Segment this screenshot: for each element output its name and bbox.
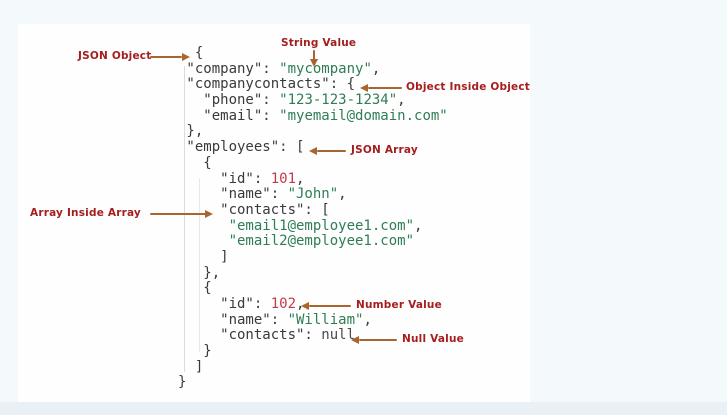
code-token: ,: [338, 186, 347, 203]
indent-guide: [184, 66, 185, 372]
code-token: "phone":: [178, 92, 280, 109]
code-line: },: [178, 124, 448, 140]
code-token: ,: [296, 170, 305, 187]
code-token: "id":: [178, 296, 271, 312]
code-line: "email": "myemail@domain.com": [178, 107, 448, 125]
code-token: 101: [270, 170, 297, 187]
annotation-json-array: JSON Array: [351, 144, 418, 156]
code-token: null: [321, 327, 356, 344]
code-line: {: [178, 280, 448, 297]
code-line: "phone": "123-123-1234",: [178, 92, 448, 109]
annotation-array-inside-array: Array Inside Array: [30, 207, 141, 219]
code-token: {: [178, 154, 212, 171]
code-token: ]: [178, 358, 204, 375]
code-token: ,: [371, 60, 381, 77]
code-token: }: [178, 343, 212, 360]
code-token: "company":: [178, 60, 280, 77]
code-line: }: [178, 375, 448, 391]
code-token: "name":: [178, 311, 288, 328]
code-line: "contacts": [: [178, 201, 448, 219]
code-token: ,: [397, 92, 406, 109]
content-card: [18, 24, 530, 402]
code-line: },: [178, 264, 448, 282]
code-line: "name": "John",: [178, 186, 448, 203]
code-token: {: [178, 280, 212, 297]
code-line: "contacts": null: [178, 328, 448, 344]
code-token: "email2@employee1.com": [178, 233, 415, 250]
code-line: "companycontacts": {: [178, 77, 448, 93]
code-token: "id":: [178, 170, 271, 187]
code-token: ,: [296, 296, 305, 312]
code-line: "employees": [: [178, 139, 448, 156]
annotation-json-object: JSON Object: [78, 50, 152, 62]
code-line: {: [178, 45, 448, 62]
code-line: "id": 101,: [178, 170, 448, 188]
indent-guide: [199, 178, 200, 352]
code-token: }: [178, 374, 187, 391]
code-token: },: [178, 123, 204, 140]
annotation-string-value: String Value: [281, 37, 357, 49]
code-line: ]: [178, 248, 448, 266]
code-token: "contacts":: [178, 327, 322, 344]
code-token: "William": [287, 311, 364, 328]
code-token: },: [178, 264, 221, 281]
code-token: "email1@employee1.com": [178, 217, 415, 234]
code-token: "123-123-1234": [279, 92, 398, 109]
annotation-null-value: Null Value: [402, 333, 464, 345]
code-line: "id": 102,: [178, 296, 448, 313]
code-line: "name": "William",: [178, 311, 448, 329]
code-token: ,: [414, 217, 423, 234]
annotation-object-inside-object: Object Inside Object: [406, 81, 530, 93]
code-line: ]: [178, 358, 448, 376]
code-token: "mycompany": [279, 60, 372, 77]
code-token: "John": [287, 186, 339, 203]
annotation-number-value: Number Value: [356, 299, 442, 311]
json-code-block: { "company": "mycompany", "companycontac…: [178, 45, 448, 391]
code-token: ]: [178, 248, 229, 265]
code-token: "email":: [178, 107, 280, 124]
code-token: {: [178, 45, 204, 61]
code-token: "myemail@domain.com": [279, 107, 448, 124]
code-line: }: [178, 343, 448, 360]
code-token: ,: [363, 311, 372, 328]
code-token: "name":: [178, 186, 288, 203]
code-token: "companycontacts": {: [178, 76, 356, 93]
code-token: "employees": [: [178, 139, 305, 156]
code-token: 102: [270, 296, 297, 312]
code-line: "email1@employee1.com",: [178, 217, 448, 235]
code-line: "company": "mycompany",: [178, 60, 448, 78]
code-line: "email2@employee1.com": [178, 233, 448, 250]
code-token: "contacts": [: [178, 201, 330, 218]
code-line: {: [178, 154, 448, 172]
page-bottom-band: [0, 402, 727, 415]
